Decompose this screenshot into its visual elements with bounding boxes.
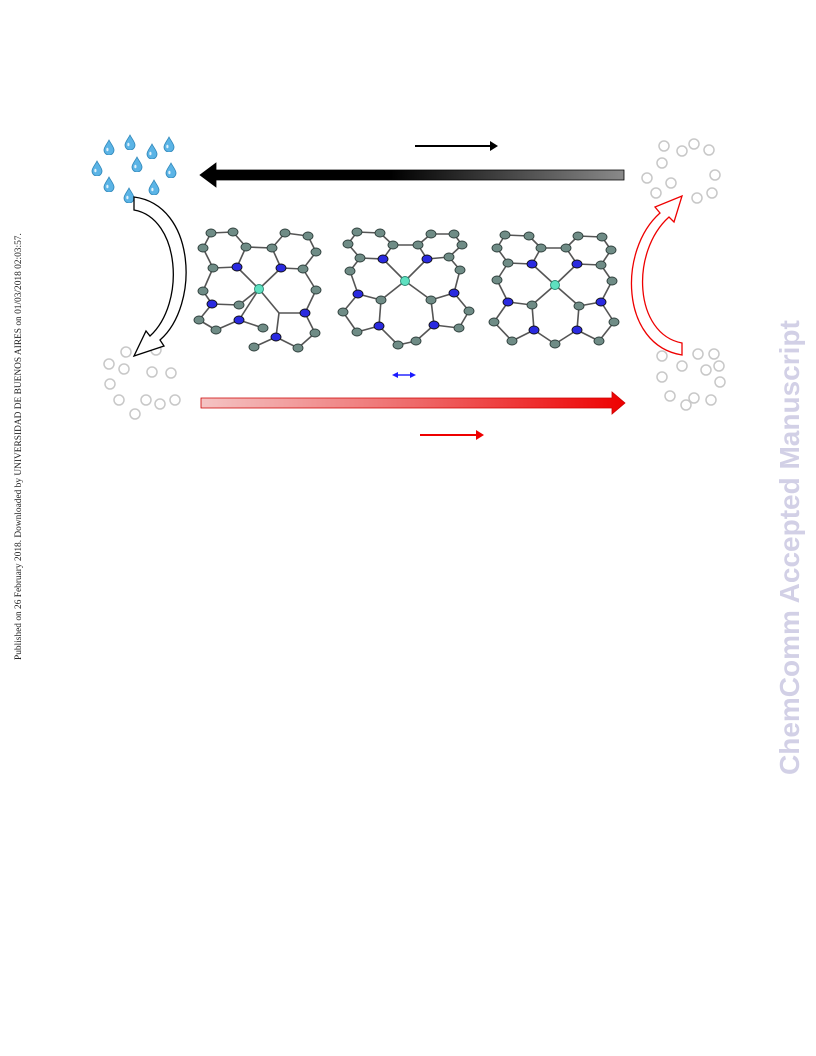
- structure-1: [193, 227, 322, 353]
- gas-bubbles-bottom-left: [103, 344, 181, 420]
- gas-bubbles-bottom-right: [656, 348, 726, 411]
- curved-arrow-right: [630, 194, 684, 356]
- structure-3: [488, 230, 620, 349]
- gas-bubbles-top-right: [641, 138, 721, 204]
- small-red-arrow: [420, 430, 484, 440]
- big-red-arrow: [200, 391, 626, 415]
- structure-2: [337, 227, 475, 350]
- big-black-arrow: [199, 162, 625, 188]
- small-black-arrow: [415, 141, 498, 151]
- curved-arrow-left: [132, 196, 187, 358]
- blue-double-arrow: [392, 372, 416, 378]
- water-drops: [91, 134, 177, 203]
